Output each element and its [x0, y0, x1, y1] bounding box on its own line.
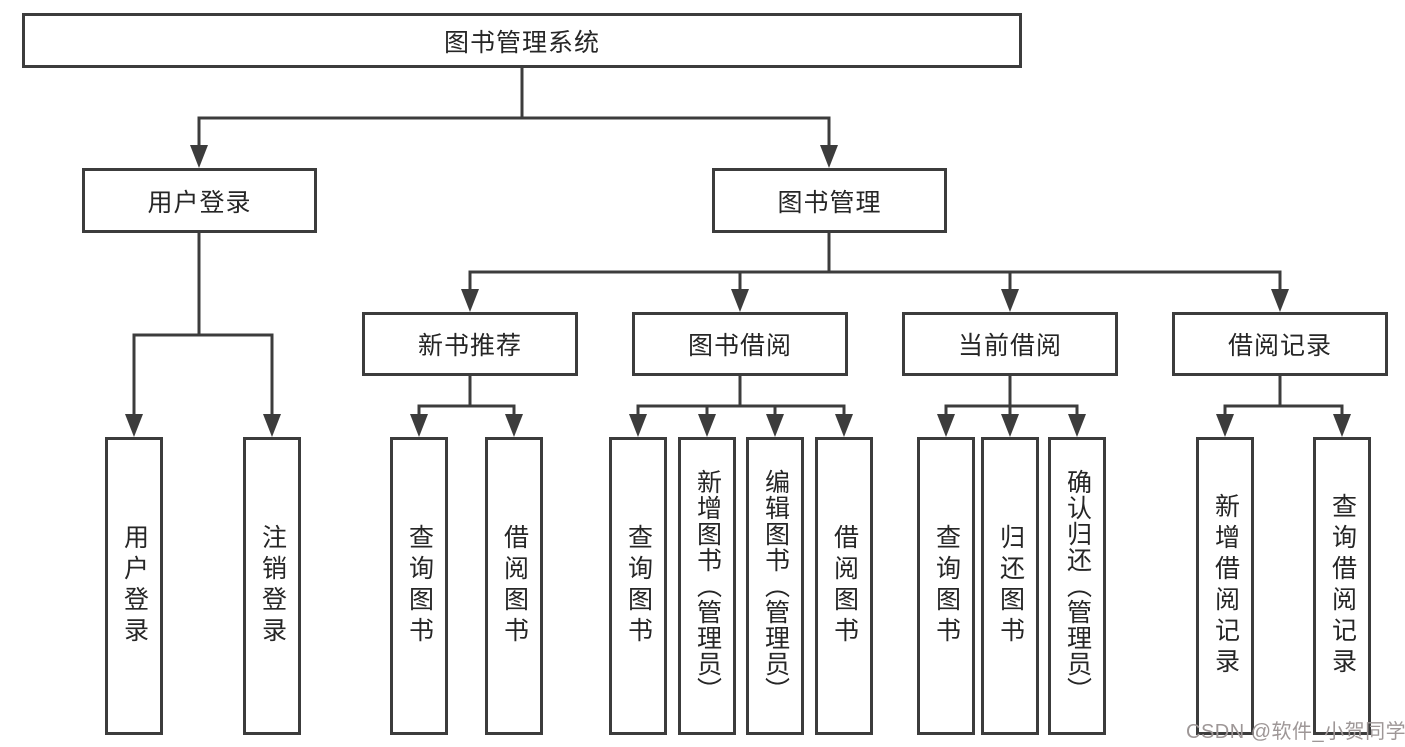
leaf-query-borrow-record: 查询借阅记录: [1313, 437, 1371, 735]
edge-bookmgmt-to-level3: [468, 233, 1282, 291]
arrowhead: [1001, 289, 1019, 312]
arrowhead: [629, 414, 647, 437]
leaf-label: 确认归还（管理员）: [1063, 469, 1092, 703]
leaf-label: 注销登录: [258, 524, 287, 648]
arrowhead: [1068, 414, 1086, 437]
leaf-user-login: 用户登录: [105, 437, 163, 735]
leaf-label: 查询图书: [932, 524, 961, 648]
arrowhead: [505, 414, 523, 437]
arrowhead: [698, 414, 716, 437]
leaf-label: 借阅图书: [830, 524, 859, 648]
arrowhead: [263, 414, 281, 437]
leaf-label: 查询图书: [405, 524, 434, 648]
node-book-borrowing: 图书借阅: [632, 312, 848, 376]
arrowhead: [835, 414, 853, 437]
leaf-borrow-books-borrowing: 借阅图书: [815, 437, 873, 735]
leaf-add-borrow-record: 新增借阅记录: [1196, 437, 1254, 735]
arrowhead: [1271, 289, 1289, 312]
leaf-confirm-return-admin: 确认归还（管理员）: [1048, 437, 1106, 735]
edge-root-to-level2: [197, 68, 831, 147]
edge-userlogin-to-leaves: [132, 233, 274, 416]
edge-newbook-to-leaves: [417, 376, 516, 416]
arrowhead: [1216, 414, 1234, 437]
arrowhead: [731, 289, 749, 312]
leaf-add-books-admin: 新增图书（管理员）: [678, 437, 736, 735]
node-current-borrowing: 当前借阅: [902, 312, 1118, 376]
leaf-edit-books-admin: 编辑图书（管理员）: [746, 437, 804, 735]
edge-borrowrecords-to-leaves: [1223, 376, 1344, 416]
edge-currentborrow-to-leaves: [944, 376, 1079, 416]
arrowhead: [410, 414, 428, 437]
arrowhead: [937, 414, 955, 437]
arrowhead: [125, 414, 143, 437]
arrowhead: [190, 145, 208, 168]
arrowhead: [461, 289, 479, 312]
leaf-label: 用户登录: [120, 524, 149, 648]
arrowheads: [125, 145, 1351, 437]
leaf-label: 借阅图书: [500, 524, 529, 648]
node-user-login: 用户登录: [82, 168, 317, 233]
leaf-label: 新增图书（管理员）: [693, 469, 722, 703]
csdn-watermark: CSDN @软件_小贺同学: [1186, 721, 1405, 743]
arrowhead: [820, 145, 838, 168]
leaf-label: 查询图书: [624, 524, 653, 648]
node-book-management: 图书管理: [712, 168, 947, 233]
leaf-label: 查询借阅记录: [1328, 493, 1357, 679]
arrowhead: [766, 414, 784, 437]
arrowhead: [1333, 414, 1351, 437]
leaf-label: 归还图书: [996, 524, 1025, 648]
node-root-system: 图书管理系统: [22, 13, 1022, 68]
leaf-query-books-current: 查询图书: [917, 437, 975, 735]
leaf-query-books-borrowing: 查询图书: [609, 437, 667, 735]
leaf-query-books-recommend: 查询图书: [390, 437, 448, 735]
leaf-label: 编辑图书（管理员）: [761, 469, 790, 703]
leaf-return-books: 归还图书: [981, 437, 1039, 735]
arrowhead: [1001, 414, 1019, 437]
node-borrowing-records: 借阅记录: [1172, 312, 1388, 376]
node-new-book-recommend: 新书推荐: [362, 312, 578, 376]
leaf-label: 新增借阅记录: [1211, 493, 1240, 679]
leaf-borrow-books-recommend: 借阅图书: [485, 437, 543, 735]
edge-bookborrow-to-leaves: [636, 376, 846, 416]
leaf-logout-login: 注销登录: [243, 437, 301, 735]
